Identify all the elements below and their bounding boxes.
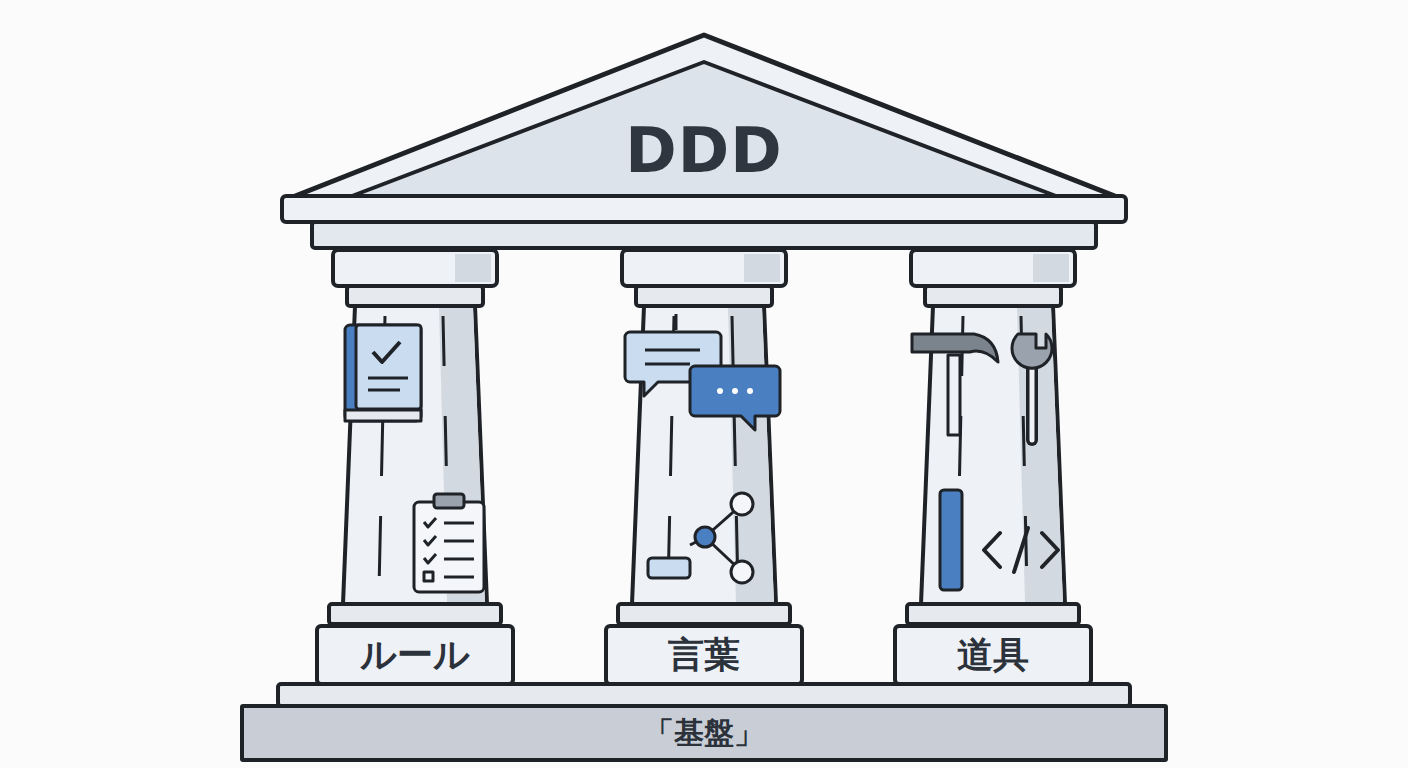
pillar-base: 道具 [893,624,1093,686]
foundation-band: 「基盤」 [240,704,1168,762]
node-label: DDD [625,114,782,187]
node-label: 道具 [957,631,1029,680]
node-label: 言葉 [668,631,740,680]
pillar-base: 言葉 [604,624,804,686]
node-label: 「基盤」 [644,713,764,754]
pillar-base: ルール [315,624,515,686]
node-label: ルール [360,631,470,680]
pediment-title: DDD [520,110,888,190]
